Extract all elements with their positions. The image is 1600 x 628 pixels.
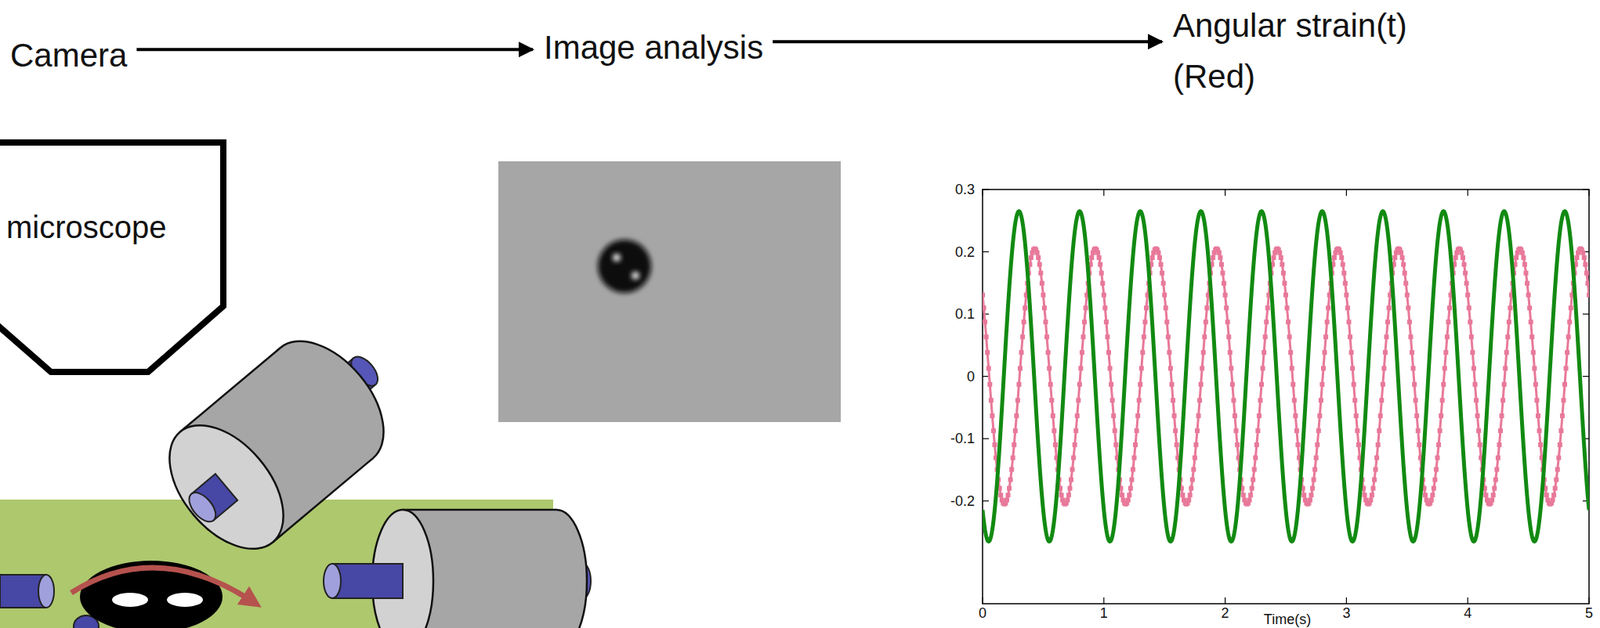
flow-arrow [136, 47, 533, 51]
tick-label: 1 [1100, 606, 1108, 621]
electromagnet-coil [147, 310, 419, 571]
flow-step: Angular strain(t) (Red) [1172, 0, 1456, 102]
flow-step: Image analysis [543, 28, 764, 68]
electromagnet-coil [323, 510, 591, 628]
tick-label: -0.2 [950, 494, 975, 509]
tick-label: 0.2 [955, 245, 975, 260]
node-text: microscope [6, 208, 167, 247]
microscope-outline: microscope [0, 139, 227, 376]
strain-curve [982, 249, 1590, 505]
strain-chart [980, 189, 1592, 605]
tick-label: 0 [966, 369, 975, 384]
microscope-shape [0, 139, 227, 376]
particle [79, 561, 223, 628]
tick-label: 4 [1463, 606, 1472, 621]
flow-step: Camera [10, 36, 127, 76]
rotation-arrow [71, 568, 253, 602]
tick-label: 2 [1221, 606, 1230, 621]
node-text: Angular strain(t) (Red) [1172, 0, 1456, 102]
axis-title: Time(s) [1263, 612, 1311, 627]
node-text: Camera [10, 36, 127, 76]
coil-rod [0, 575, 55, 609]
strain-markers [982, 246, 1590, 507]
tick-label: 0 [978, 606, 987, 621]
tick-label: 3 [1342, 606, 1351, 621]
tick-label: 0.3 [955, 182, 975, 197]
drive-curve [982, 211, 1590, 543]
microscope-image [498, 161, 841, 423]
flow-arrow [772, 39, 1162, 44]
node-text: Image analysis [543, 28, 764, 68]
tick-label: -0.1 [950, 431, 975, 446]
tick-label: 0.1 [955, 307, 975, 322]
tick-label: 5 [1585, 606, 1593, 621]
